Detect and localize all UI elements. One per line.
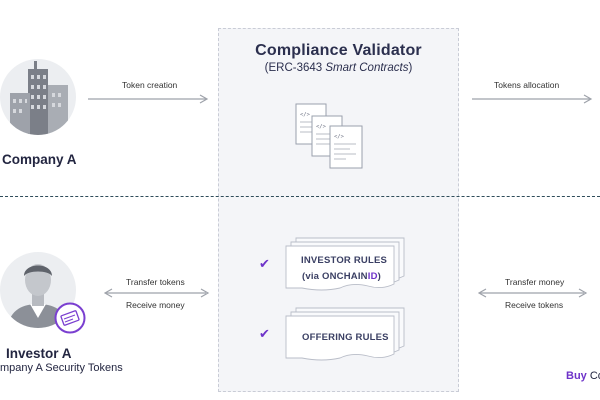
buyer-exchange-arrow (478, 288, 588, 298)
investor-exchange-arrow (104, 288, 210, 298)
documents-icon: </> </> </> (295, 103, 363, 169)
offering-rules-stack (285, 307, 405, 361)
building-icon (0, 59, 76, 135)
tokens-allocation-label: Tokens allocation (494, 80, 560, 90)
validator-title: Compliance Validator (255, 42, 422, 59)
transfer-tokens-label: Transfer tokens (126, 277, 185, 287)
token-creation-label: Token creation (122, 80, 178, 90)
investor-rules-subtitle: (via ONCHAINID) (302, 271, 382, 282)
svg-text:</>: </> (334, 134, 345, 140)
check-icon: ✔ (259, 256, 270, 271)
receive-tokens-label: Receive tokens (505, 300, 564, 310)
check-icon: ✔ (259, 326, 270, 341)
investor-avatar-icon (0, 252, 76, 328)
buyer-label: Buy Co (566, 370, 600, 382)
offering-rules-title: OFFERING RULES (302, 332, 389, 343)
company-a-label: Company A (2, 152, 77, 167)
investor-a-label: Investor A (6, 346, 72, 361)
svg-text:</>: </> (316, 124, 327, 130)
investor-rules-stack (285, 237, 405, 291)
section-divider (0, 196, 600, 197)
receive-money-label: Receive money (126, 300, 185, 310)
investor-a-sublabel: mpany A Security Tokens (0, 362, 123, 374)
investor-rules-title: INVESTOR RULES (301, 255, 388, 266)
tokens-allocation-arrow (472, 94, 593, 104)
transfer-money-label: Transfer money (505, 277, 565, 287)
token-creation-arrow (88, 94, 209, 104)
svg-text:</>: </> (300, 112, 311, 118)
token-badge-icon (54, 302, 86, 334)
validator-subtitle: (ERC-3643 Smart Contracts) (264, 62, 413, 74)
